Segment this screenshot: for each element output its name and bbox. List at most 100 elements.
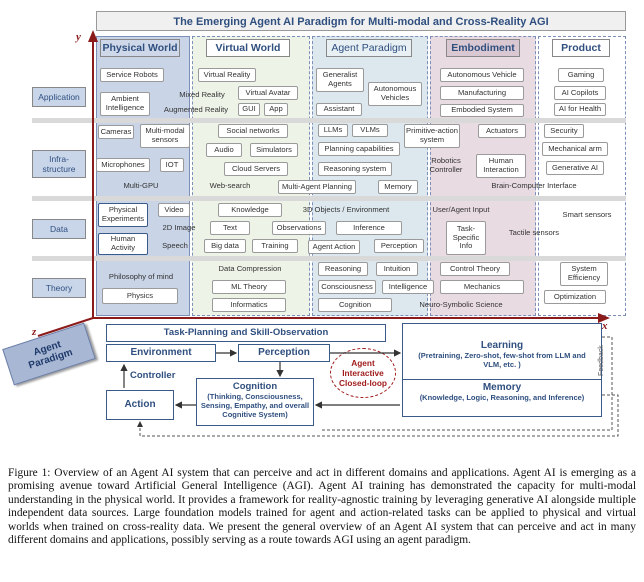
chip-virtual-reality: Virtual Reality (198, 68, 256, 82)
chip-memory-infra: Memory (378, 180, 418, 194)
chip-informatics: Informatics (212, 298, 286, 312)
figure-caption: Figure 1: Overview of an Agent AI system… (8, 467, 636, 547)
chip-reasoning: Reasoning (318, 262, 368, 276)
chip-multi-gpu: Multi-GPU (123, 181, 159, 191)
chip-2d-image: 2D Image (162, 222, 196, 232)
chip-social-networks: Social networks (218, 124, 288, 138)
row-label-application: Application (32, 87, 86, 107)
column-bg-virtual (192, 36, 310, 316)
controller-label: Controller (130, 370, 176, 381)
chip-video: Video (158, 203, 190, 217)
chip-ai-copilots: AI Copilots (554, 86, 606, 100)
memory-title: Memory (482, 382, 522, 393)
chip-mechanical-arm: Mechanical arm (542, 142, 608, 156)
x-axis-label: x (602, 320, 608, 332)
chip-manufacturing: Manufacturing (440, 86, 524, 100)
memory-subtitle: (Knowledge, Logic, Reasoning, and Infere… (419, 393, 585, 402)
perception-title: Perception (258, 347, 310, 358)
column-header-embodiment: Embodiment (446, 39, 520, 57)
chip-planning-capabilities: Planning capabilities (318, 142, 400, 156)
chip-mixed-reality: Mixed Reality (179, 89, 225, 99)
chip-ml-theory: ML Theory (212, 280, 286, 294)
learning-title: Learning (480, 340, 524, 351)
chip-ai-for-health: AI for Health (554, 103, 606, 116)
chip-audio: Audio (206, 143, 242, 157)
figure-banner-title: The Emerging Agent AI Paradigm for Multi… (96, 11, 626, 31)
cognition-subtitle: (Thinking, Consciousness, Sensing, Empat… (200, 392, 310, 419)
chip-cognition: Cognition (318, 298, 392, 312)
closed-loop-label: Agent Interactive Closed-loop (339, 358, 387, 388)
chip-mechanics: Mechanics (440, 280, 524, 294)
chip-cloud-servers: Cloud Servers (224, 162, 288, 176)
chip-consciousness: Consciousness (318, 280, 376, 294)
chip-gui: GUI (238, 103, 260, 116)
chip-cameras: Cameras (98, 125, 134, 139)
chip-robotics-controller: Robotics Controller (429, 156, 463, 174)
chip-human-activity: Human Activity (98, 233, 148, 255)
chip-perception: Perception (374, 239, 424, 253)
learning-subtitle: (Pretraining, Zero-shot, few-shot from L… (418, 351, 586, 369)
chip-security: Security (544, 124, 584, 138)
row-separator (32, 196, 626, 201)
chip-iot: IOT (160, 158, 184, 172)
chip-simulators: Simulators (250, 143, 298, 157)
chip-actuators: Actuators (478, 124, 526, 138)
environment-box: Environment (106, 344, 216, 362)
task-planning-box: Task-Planning and Skill-Observation (106, 324, 386, 342)
chip-training: Training (252, 239, 298, 253)
perception-box: Perception (238, 344, 330, 362)
chip-agent-action: Agent Action (308, 240, 360, 254)
chip-philosophy-of-mind: Philosophy of mind (108, 271, 174, 281)
chip-primitive-action-system: Primitive-action system (404, 124, 460, 148)
chip-app: App (264, 103, 288, 116)
chip-ambient-intelligence: Ambient Intelligence (100, 92, 150, 116)
y-axis-label: y (76, 31, 81, 43)
row-label-theory: Theory (32, 278, 86, 298)
chip-task-specific-info: Task-Specific Info (446, 221, 486, 255)
chip-physics: Physics (102, 288, 178, 304)
chip-gaming: Gaming (558, 68, 604, 82)
chip-big-data: Big data (204, 239, 246, 253)
environment-title: Environment (130, 347, 192, 358)
closed-loop-circle: Agent Interactive Closed-loop (330, 348, 396, 398)
chip-intelligence: Intelligence (382, 280, 434, 294)
chip-vlms: VLMs (352, 124, 388, 137)
chip-physical-experiments: Physical Experiments (98, 203, 148, 227)
chip-multi-agent-planning: Multi-Agent Planning (278, 180, 356, 194)
chip-llms: LLMs (318, 124, 348, 137)
column-header-agent-paradigm: Agent Paradigm (326, 39, 412, 57)
paradigm-connectors (120, 336, 619, 437)
chip-neuro-symbolic-science: Neuro-Symbolic Science (419, 299, 503, 309)
chip-generative-ai: Generative AI (546, 161, 604, 175)
row-label-infrastructure: Infra-structure (32, 150, 86, 178)
chip-multimodal-sensors: Multi-modal sensors (140, 124, 190, 148)
column-header-product: Product (552, 39, 610, 57)
learning-memory-box: Learning (Pretraining, Zero-shot, few-sh… (402, 323, 602, 417)
z-axis-label: z (32, 326, 37, 338)
chip-generalist-agents: Generalist Agents (316, 68, 364, 92)
chip-user-agent-input: User/Agent Input (432, 204, 490, 214)
row-separator (32, 256, 626, 261)
chip-3d-objects: 3D Objects / Environment (302, 204, 390, 214)
chip-data-compression: Data Compression (218, 263, 282, 273)
row-label-data: Data (32, 219, 86, 239)
chip-reasoning-system: Reasoning system (318, 162, 392, 176)
chip-virtual-avatar: Virtual Avatar (238, 86, 298, 100)
task-planning-title: Task-Planning and Skill-Observation (163, 327, 329, 338)
chip-augmented-reality: Augmented Reality (163, 105, 229, 115)
chip-web-search: Web-search (209, 181, 251, 191)
chip-brain-computer-interface: Brain-Computer Interface (491, 181, 577, 191)
chip-microphones: Microphones (96, 158, 150, 172)
chip-optimization: Optimization (544, 290, 606, 304)
chip-service-robots: Service Robots (100, 68, 164, 82)
chip-intuition: Intuition (376, 262, 418, 276)
column-header-physical-world: Physical World (100, 39, 180, 57)
chip-autonomous-vehicle: Autonomous Vehicle (440, 68, 524, 82)
chip-tactile-sensors: Tactile sensors (508, 227, 560, 237)
chip-embodied-system: Embodied System (440, 104, 524, 117)
chip-assistant: Assistant (316, 103, 362, 116)
action-title: Action (124, 399, 156, 410)
chip-inference: Inference (336, 221, 402, 235)
chip-human-interaction: Human Interaction (476, 154, 526, 178)
chip-system-efficiency: System Efficiency (560, 262, 608, 286)
